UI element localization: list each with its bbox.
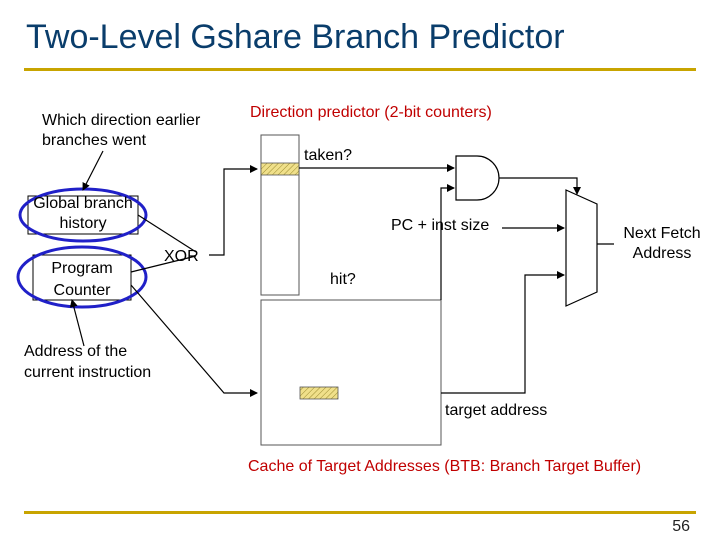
page-number: 56 (672, 518, 690, 535)
next-fetch-address-label-line2: Address (632, 245, 692, 262)
taken-label: taken? (304, 147, 353, 164)
xor-label: XOR (164, 248, 199, 265)
earlier-branches-caption-line2: branches went (42, 132, 147, 149)
footer-divider (24, 511, 696, 514)
global-history-label-line1: Global branch (33, 195, 133, 212)
global-history-label-line2: history (59, 215, 107, 232)
btb-table (260, 299, 442, 446)
pc-inst-size-label: PC + inst size (391, 217, 490, 234)
next-fetch-address-label-line1: Next Fetch (623, 225, 701, 242)
title-divider (24, 68, 696, 71)
counter-entry (260, 162, 300, 176)
next-fetch-mux (565, 189, 598, 307)
current-address-caption-line1: Address of the (24, 343, 128, 360)
program-counter-label-line1: Program (51, 260, 113, 277)
and-gate (455, 155, 500, 201)
direction-predictor-caption: Direction predictor (2-bit counters) (250, 104, 492, 121)
hit-label: hit? (330, 271, 356, 288)
earlier-branches-caption-line1: Which direction earlier (42, 112, 201, 129)
direction-predictor-table (260, 134, 300, 296)
current-address-caption-line2: current instruction (24, 364, 152, 381)
target-address-label: target address (445, 402, 548, 419)
slide-title: Two-Level Gshare Branch Predictor (26, 18, 565, 56)
program-counter-label-line2: Counter (53, 282, 111, 299)
program-counter-register (32, 254, 132, 301)
btb-caption: Cache of Target Addresses (BTB: Branch T… (248, 458, 642, 475)
btb-entry (299, 386, 339, 400)
program-counter-highlight (16, 245, 148, 309)
